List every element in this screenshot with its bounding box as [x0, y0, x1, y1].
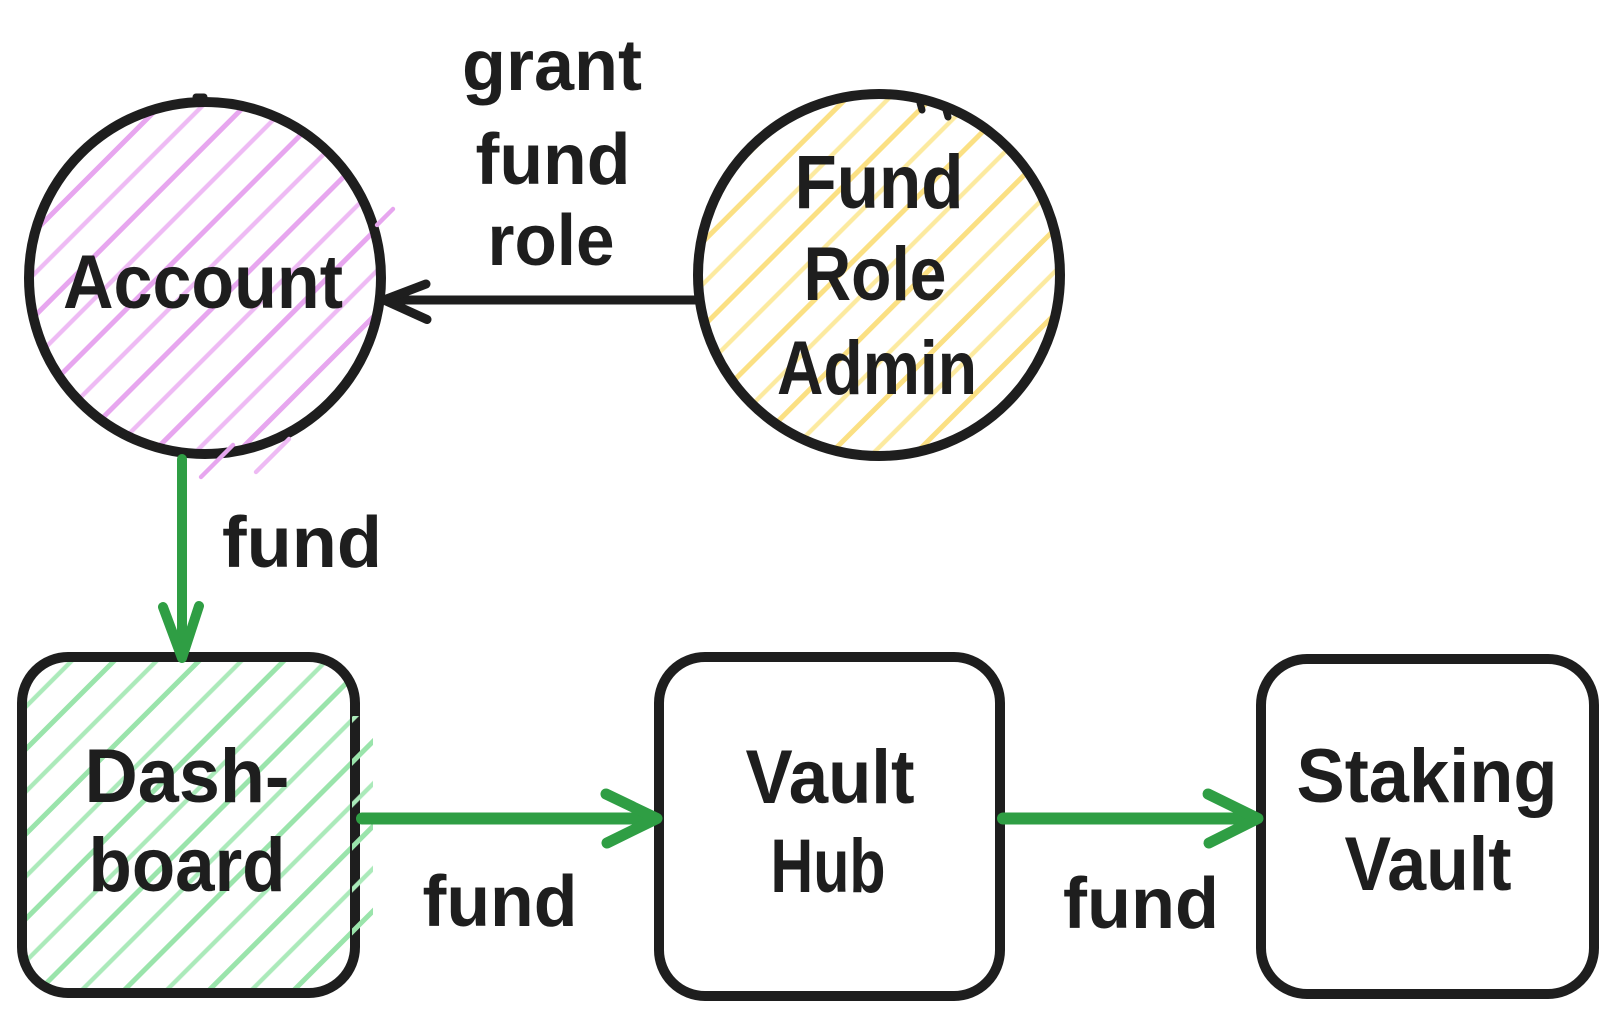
svg-text:fund: fund [476, 120, 631, 200]
svg-text:Hub: Hub [771, 824, 886, 909]
svg-text:fund: fund [222, 503, 382, 583]
svg-text:board: board [89, 823, 286, 908]
svg-text:fund: fund [423, 862, 578, 942]
svg-text:Fund: Fund [795, 140, 964, 225]
svg-text:Dash-: Dash- [85, 734, 290, 819]
svg-text:fund: fund [1063, 864, 1219, 944]
svg-text:role: role [488, 201, 615, 281]
svg-text:Staking: Staking [1297, 734, 1558, 819]
svg-text:grant: grant [462, 26, 642, 106]
svg-text:Role: Role [804, 232, 947, 317]
svg-text:Vault: Vault [746, 735, 915, 820]
svg-text:Vault: Vault [1345, 822, 1512, 907]
svg-text:Admin: Admin [777, 326, 977, 411]
svg-text:Account: Account [63, 240, 343, 325]
